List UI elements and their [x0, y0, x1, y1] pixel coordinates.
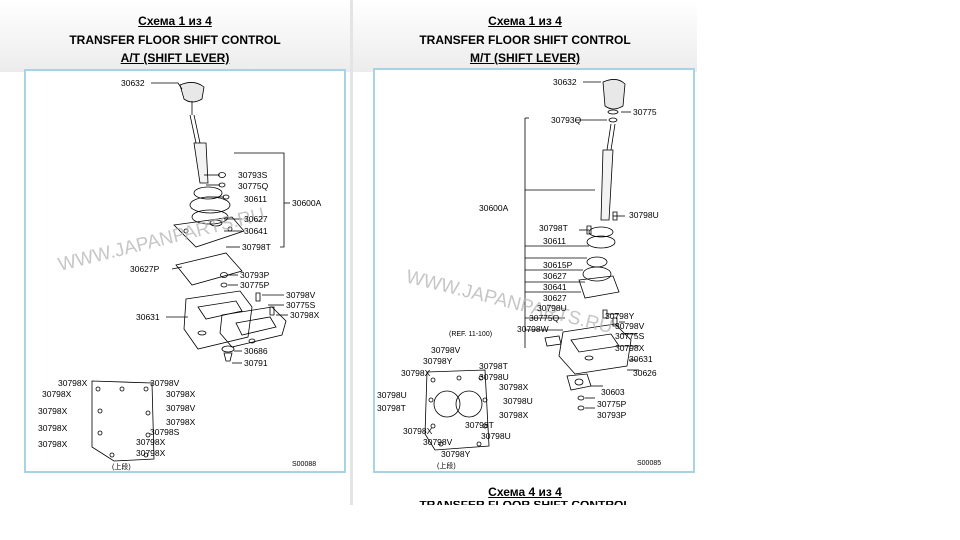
gasket-30798X[interactable]: 30798X: [401, 368, 431, 378]
left-diagram-code: S00088: [292, 461, 316, 468]
gasket-30798U[interactable]: 30798U: [479, 372, 509, 382]
left-diagram: WWW.JAPANPARTS.RU 30632 30793S 30775Q 30…: [38, 78, 322, 471]
part-30775P[interactable]: 30775P: [240, 280, 270, 290]
part-30775Q[interactable]: 30775Q: [529, 313, 560, 323]
gasket-label-30798X-1[interactable]: 30798X: [58, 378, 88, 388]
part-30798T[interactable]: 30798T: [539, 223, 568, 233]
gasket-30798X-d[interactable]: 30798X: [403, 426, 433, 436]
left-header: [0, 0, 350, 72]
gasket-30798T-b[interactable]: 30798T: [465, 420, 494, 430]
gasket-30798T[interactable]: 30798T: [479, 361, 508, 371]
part-30641[interactable]: 30641: [543, 282, 567, 292]
part-30798T[interactable]: 30798T: [242, 242, 271, 252]
part-30631[interactable]: 30631: [629, 354, 653, 364]
part-30775S[interactable]: 30775S: [615, 331, 645, 341]
part-30611[interactable]: 30611: [244, 194, 267, 204]
gasket-30798X-c[interactable]: 30798X: [499, 410, 529, 420]
part-30615P[interactable]: 30615P: [543, 260, 573, 270]
part-30775S[interactable]: 30775S: [286, 300, 316, 310]
part-30775Q[interactable]: 30775Q: [238, 181, 269, 191]
gasket-30798V[interactable]: 30798V: [431, 345, 461, 355]
gasket-label-30798X-4[interactable]: 30798X: [38, 406, 68, 416]
part-30627P[interactable]: 30627P: [130, 264, 160, 274]
part-30600A[interactable]: 30600A: [479, 203, 509, 213]
right-diagram-code: S00085: [637, 460, 661, 467]
right-diagram: WWW.JAPANPARTS.RU 30632 30775 30793Q 306…: [377, 77, 661, 470]
gasket-label-30798X-9[interactable]: 30798X: [136, 448, 166, 458]
part-30798X[interactable]: 30798X: [615, 343, 645, 353]
gasket-30798Y[interactable]: 30798Y: [423, 356, 453, 366]
part-30793P[interactable]: 30793P: [240, 270, 270, 280]
part-30798U-b[interactable]: 30798U: [537, 303, 567, 313]
part-30632[interactable]: 30632: [121, 78, 145, 88]
part-30627-b[interactable]: 30627: [543, 293, 567, 303]
right-watermark: WWW.JAPANPARTS.RU: [404, 266, 615, 338]
gasket-30798T-l[interactable]: 30798T: [377, 403, 406, 413]
part-30793P[interactable]: 30793P: [597, 410, 627, 420]
part-30600A[interactable]: 30600A: [292, 198, 322, 208]
left-watermark: WWW.JAPANPARTS.RU: [56, 204, 267, 276]
part-30798W[interactable]: 30798W: [517, 324, 549, 334]
left-scheme-label[interactable]: Схема 1 из 4: [138, 14, 212, 28]
gasket-30798U-r[interactable]: 30798U: [503, 396, 533, 406]
part-30798Y[interactable]: 30798Y: [605, 311, 635, 321]
part-30798V[interactable]: 30798V: [286, 290, 316, 300]
part-30798X[interactable]: 30798X: [290, 310, 320, 320]
part-30632[interactable]: 30632: [553, 77, 577, 87]
gasket-label-30798X-5[interactable]: 30798X: [166, 417, 196, 427]
left-diagram-frame[interactable]: WWW.JAPANPARTS.RU 30632 30793S 30775Q 30…: [24, 69, 346, 473]
left-subtitle[interactable]: A/T (SHIFT LEVER): [120, 51, 230, 65]
part-30686[interactable]: 30686: [244, 346, 268, 356]
right-scheme-label[interactable]: Схема 1 из 4: [488, 14, 562, 28]
part-30603[interactable]: 30603: [601, 387, 625, 397]
part-30641[interactable]: 30641: [244, 226, 268, 236]
gasket-label-30798V-1[interactable]: 30798V: [150, 378, 180, 388]
gasket-30798U-b[interactable]: 30798U: [481, 431, 511, 441]
part-30798V[interactable]: 30798V: [615, 321, 645, 331]
footer-scheme-label[interactable]: Схема 4 из 4: [488, 485, 562, 499]
right-diagram-frame[interactable]: WWW.JAPANPARTS.RU 30632 30775 30793Q 306…: [373, 68, 695, 473]
part-30627[interactable]: 30627: [244, 214, 268, 224]
part-30627[interactable]: 30627: [543, 271, 567, 281]
part-30793Q[interactable]: 30793Q: [551, 115, 582, 125]
part-30793S[interactable]: 30793S: [238, 170, 268, 180]
part-30775P[interactable]: 30775P: [597, 399, 627, 409]
gasket-label-30798V-2[interactable]: 30798V: [166, 403, 196, 413]
part-30626[interactable]: 30626: [633, 368, 657, 378]
right-gasket-note: (上段): [437, 461, 456, 470]
footer-title-clipped: TRANSFER FLOOR SHIFT CONTROL: [353, 501, 697, 505]
part-30791[interactable]: 30791: [244, 358, 268, 368]
part-30775[interactable]: 30775: [633, 107, 657, 117]
gasket-label-30798X-7[interactable]: 30798X: [38, 439, 68, 449]
part-30798U[interactable]: 30798U: [629, 210, 659, 220]
gasket-30798Y-b[interactable]: 30798Y: [441, 449, 471, 459]
gasket-30798U-l[interactable]: 30798U: [377, 390, 407, 400]
gasket-label-30798X-3[interactable]: 30798X: [166, 389, 196, 399]
left-title: TRANSFER FLOOR SHIFT CONTROL: [69, 33, 281, 47]
right-panel: Схема 1 из 4 TRANSFER FLOOR SHIFT CONTRO…: [353, 0, 697, 505]
left-panel: Схема 1 из 4 TRANSFER FLOOR SHIFT CONTRO…: [0, 0, 350, 505]
right-title: TRANSFER FLOOR SHIFT CONTROL: [419, 33, 631, 47]
gasket-label-30798X-6[interactable]: 30798X: [38, 423, 68, 433]
left-gasket-note: (上段): [112, 462, 131, 471]
part-30631[interactable]: 30631: [136, 312, 160, 322]
right-subtitle[interactable]: M/T (SHIFT LEVER): [470, 51, 580, 65]
right-header: [353, 0, 697, 72]
gasket-30798V-b[interactable]: 30798V: [423, 437, 453, 447]
gasket-label-30798S[interactable]: 30798S: [150, 427, 180, 437]
ref-note[interactable]: (REF. 11-100): [449, 331, 492, 338]
panel-divider: [350, 0, 353, 505]
gasket-30798X-b[interactable]: 30798X: [499, 382, 529, 392]
gasket-label-30798X-2[interactable]: 30798X: [42, 389, 72, 399]
gasket-label-30798X-8[interactable]: 30798X: [136, 437, 166, 447]
part-30611[interactable]: 30611: [543, 236, 566, 246]
